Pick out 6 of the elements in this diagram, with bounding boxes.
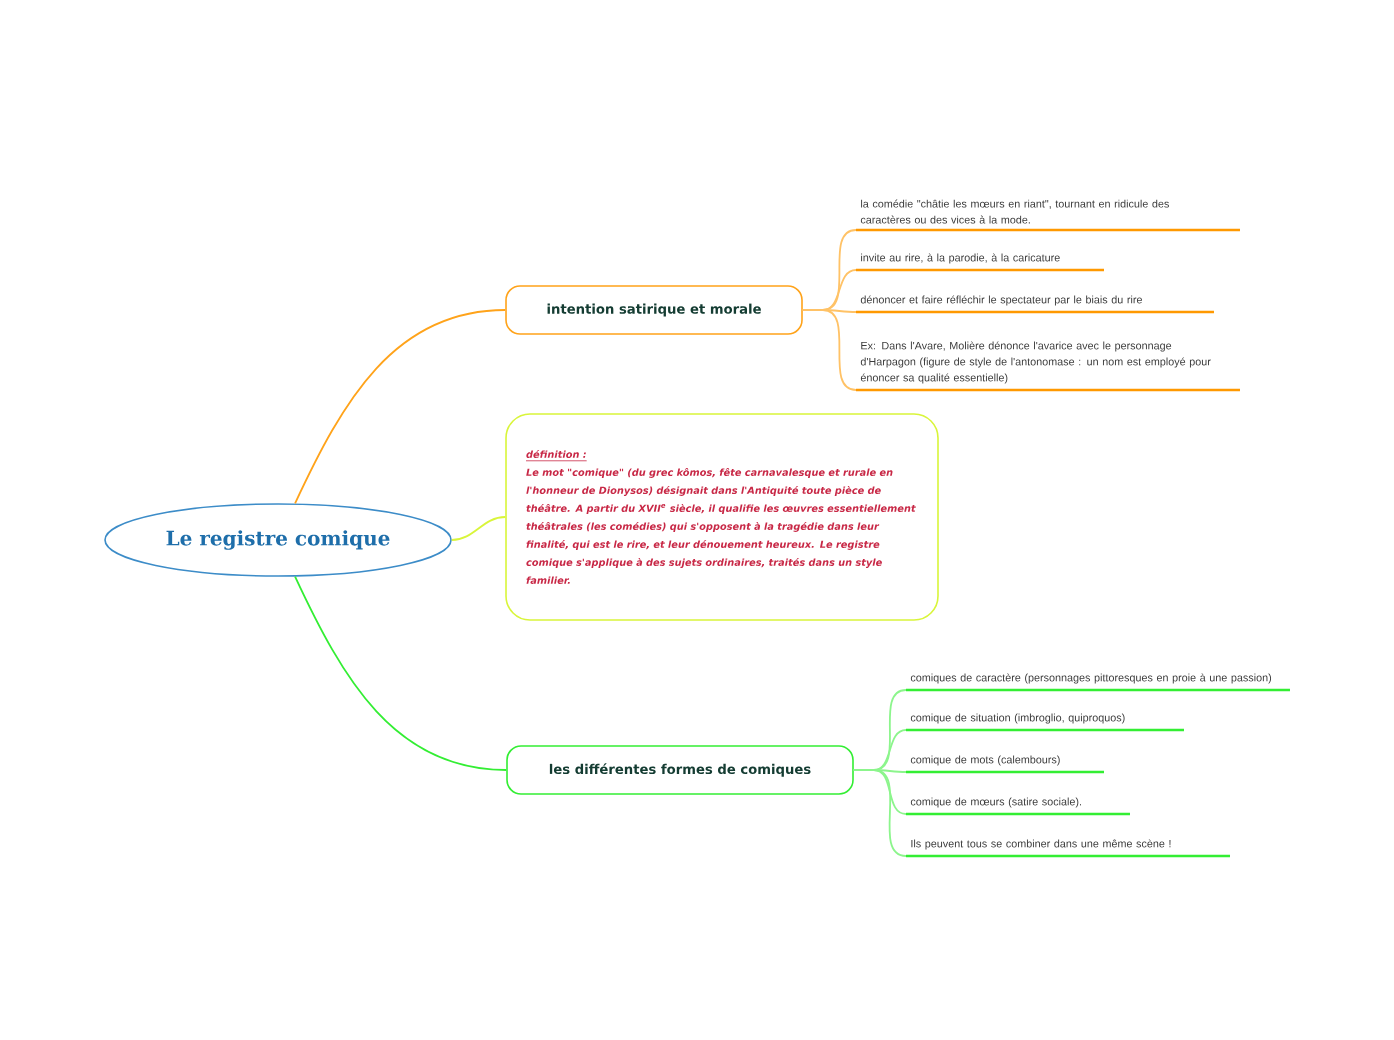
connector — [450, 516, 507, 541]
connector — [801, 309, 857, 391]
central-topic: Le registre comique — [104, 503, 452, 577]
connector — [294, 575, 508, 771]
connector — [294, 309, 507, 505]
connector — [852, 769, 907, 857]
